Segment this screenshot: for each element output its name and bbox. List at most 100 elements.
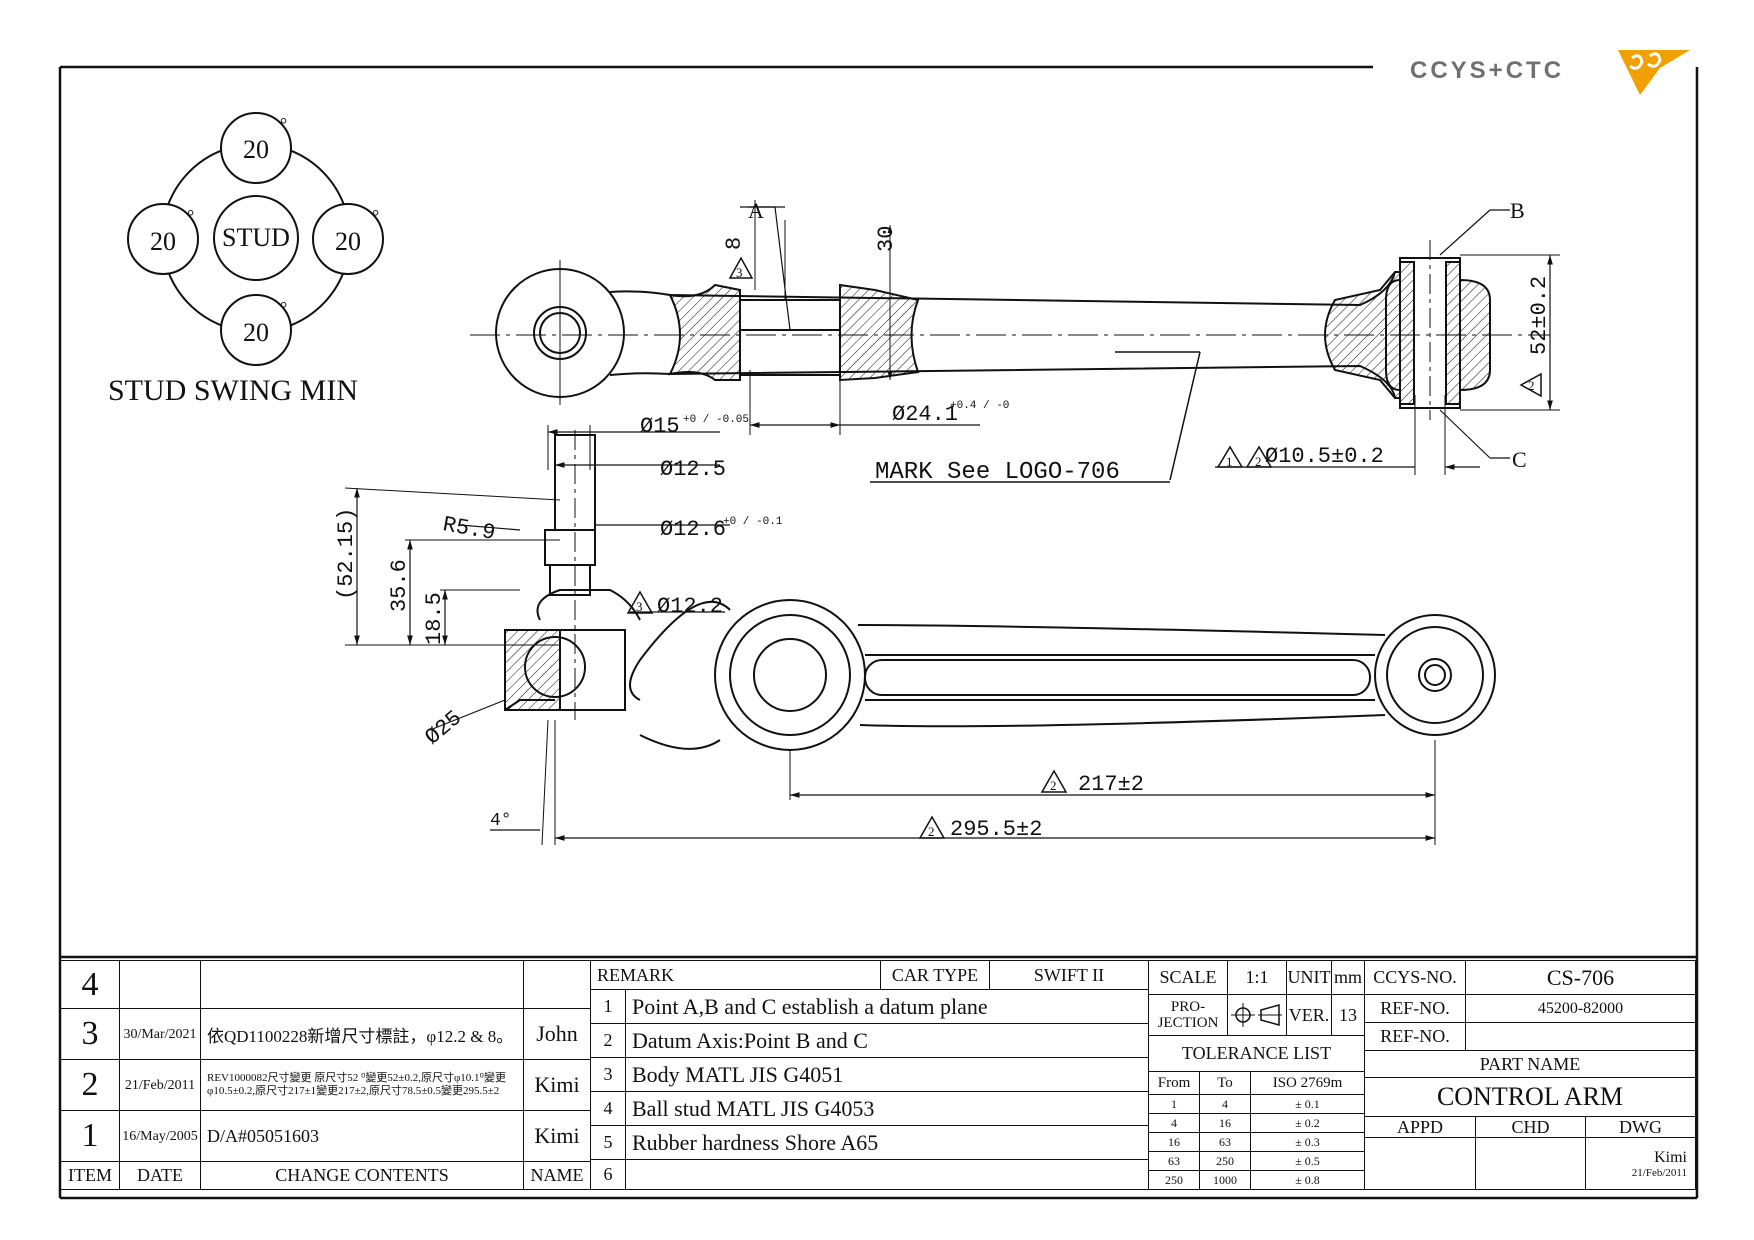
remark-text: Body MATL JIS G4051 bbox=[625, 1057, 1149, 1092]
ref-no-label-text: REF-NO. bbox=[1380, 998, 1450, 1018]
dim-18-5: 18.5 bbox=[422, 592, 447, 645]
car-type-label-text: CAR TYPE bbox=[891, 964, 979, 985]
ref-no-value: 45200-82000 bbox=[1465, 994, 1696, 1023]
remark-text: Point A,B and C establish a datum plane bbox=[625, 989, 1149, 1024]
rev-contents-text: D/A#05051603 bbox=[207, 1125, 319, 1146]
mark-note: MARK See LOGO-706 bbox=[875, 459, 1120, 486]
unit-text: mm bbox=[1333, 967, 1362, 987]
scale-text: 1:1 bbox=[1245, 967, 1269, 987]
rev-mark: 2 bbox=[928, 824, 935, 839]
company-logo: CCYS+CTC bbox=[1410, 50, 1690, 95]
rev-name bbox=[523, 960, 591, 1009]
rev-date: 30/Mar/2021 bbox=[119, 1008, 201, 1060]
remark-text-value: Rubber hardness Shore A65 bbox=[632, 1129, 879, 1155]
remark-no-text: 4 bbox=[603, 1098, 613, 1118]
dwg-value: Kimi 21/Feb/2011 bbox=[1585, 1137, 1696, 1190]
remark-no: 2 bbox=[590, 1023, 626, 1058]
rev-date: 16/May/2005 bbox=[119, 1110, 201, 1162]
dim-8: 8 bbox=[722, 237, 747, 250]
part-name-value: CONTROL ARM bbox=[1364, 1077, 1696, 1117]
rev-date-text: 30/Mar/2021 bbox=[123, 1026, 197, 1042]
ref-no2-value bbox=[1465, 1022, 1696, 1051]
part-name-label: PART NAME bbox=[1364, 1050, 1696, 1078]
rev-date-text: 16/May/2005 bbox=[122, 1128, 198, 1144]
remark-no-text: 1 bbox=[603, 996, 613, 1016]
ref-no-label: REF-NO. bbox=[1364, 994, 1466, 1023]
tol-cell: ± 0.2 bbox=[1295, 1115, 1320, 1130]
header-label: NAME bbox=[530, 1165, 584, 1185]
third-angle-projection-icon bbox=[1231, 1003, 1282, 1027]
logo-text: CCYS+CTC bbox=[1410, 57, 1564, 84]
degree-mark: ° bbox=[280, 114, 287, 134]
plan-view bbox=[344, 425, 1496, 846]
remark-text bbox=[625, 1159, 1149, 1190]
scale-label-text: SCALE bbox=[1159, 967, 1217, 987]
tol-to: 16 bbox=[1199, 1113, 1251, 1133]
dim-10-5: Ø10.5±0.2 bbox=[1265, 444, 1384, 469]
tol-header-to: To bbox=[1199, 1071, 1251, 1095]
part-name-label-text: PART NAME bbox=[1479, 1053, 1581, 1074]
chd-label-text: CHD bbox=[1511, 1116, 1550, 1137]
tol-header-text: To bbox=[1217, 1074, 1233, 1091]
part-name-text: CONTROL ARM bbox=[1436, 1082, 1624, 1111]
tol-cell: ± 0.3 bbox=[1295, 1134, 1320, 1149]
rev-name: Kimi bbox=[523, 1110, 591, 1162]
chd-value bbox=[1475, 1137, 1586, 1190]
tol-header-std: ISO 2769m bbox=[1250, 1071, 1365, 1095]
dim-35-6: 35.6 bbox=[387, 559, 412, 612]
degree-mark: ° bbox=[372, 206, 379, 226]
rev-name: John bbox=[523, 1008, 591, 1060]
dim-12-5: Ø12.5 bbox=[660, 457, 726, 482]
rev-contents-text: 依QD1100228新增尺寸標註，φ12.2 & 8。 bbox=[207, 1026, 514, 1046]
rev-contents: REV1000082尺寸變更 原尺寸52 ⁰變更52±0.2,原尺寸φ10.1⁰… bbox=[200, 1059, 524, 1111]
scale-label: SCALE bbox=[1148, 960, 1228, 995]
remark-header-text: REMARK bbox=[597, 964, 675, 985]
rev-date bbox=[119, 960, 201, 1009]
tol-cell: 1000 bbox=[1213, 1172, 1237, 1187]
dwg-label-text: DWG bbox=[1619, 1116, 1662, 1137]
tolerance-title: TOLERANCE LIST bbox=[1148, 1035, 1365, 1072]
ver-value: 13 bbox=[1331, 994, 1365, 1036]
tol-value: ± 0.5 bbox=[1250, 1151, 1365, 1171]
ver-label-text: VER. bbox=[1288, 1004, 1330, 1025]
remark-text-value: Ball stud MATL JIS G4053 bbox=[632, 1095, 875, 1121]
dim-r5-9: R5.9 bbox=[441, 512, 497, 546]
tol-cell: ± 0.1 bbox=[1295, 1096, 1320, 1111]
tol-cell: 16 bbox=[1168, 1134, 1180, 1149]
tol-cell: ± 0.5 bbox=[1295, 1153, 1320, 1168]
stud-label: STUD bbox=[222, 223, 290, 252]
swing-angle-bottom: 20 bbox=[243, 318, 269, 347]
tol-cell: 250 bbox=[1216, 1153, 1234, 1168]
tol-cell: 250 bbox=[1165, 1172, 1183, 1187]
dim-25: Ø25 bbox=[420, 706, 466, 751]
tol-value: ± 0.3 bbox=[1250, 1132, 1365, 1152]
rev-name: Kimi bbox=[523, 1059, 591, 1111]
remark-text: Datum Axis:Point B and C bbox=[625, 1023, 1149, 1058]
ccys-no-label: CCYS-NO. bbox=[1364, 960, 1466, 995]
tol-cell: 16 bbox=[1219, 1115, 1231, 1130]
tol-to: 63 bbox=[1199, 1132, 1251, 1152]
projection-label-text: PRO-JECTION bbox=[1157, 999, 1219, 1031]
header-label: ITEM bbox=[68, 1165, 112, 1185]
remark-text-value: Point A,B and C establish a datum plane bbox=[632, 993, 988, 1019]
dim-15: Ø15 bbox=[640, 414, 680, 439]
rev-item-number: 1 bbox=[81, 1117, 99, 1154]
appd-label: APPD bbox=[1364, 1116, 1476, 1138]
remark-no: 5 bbox=[590, 1125, 626, 1160]
chd-label: CHD bbox=[1475, 1116, 1586, 1138]
dim-12-6: Ø12.6 bbox=[660, 517, 726, 542]
tol-to: 1000 bbox=[1199, 1170, 1251, 1190]
top-section-view bbox=[470, 200, 1560, 483]
dwg-name-text: Kimi bbox=[1654, 1148, 1687, 1166]
rev-item-1: 1 bbox=[60, 1110, 120, 1162]
tol-from: 250 bbox=[1148, 1170, 1200, 1190]
tol-from: 4 bbox=[1148, 1113, 1200, 1133]
header-label: CHANGE CONTENTS bbox=[275, 1165, 449, 1185]
appd-value bbox=[1364, 1137, 1476, 1190]
dwg-label: DWG bbox=[1585, 1116, 1696, 1138]
tol-cell: 4 bbox=[1222, 1096, 1228, 1111]
remark-no-text: 6 bbox=[603, 1164, 613, 1184]
projection-label: PRO-JECTION bbox=[1148, 994, 1228, 1036]
tol-value: ± 0.1 bbox=[1250, 1094, 1365, 1114]
